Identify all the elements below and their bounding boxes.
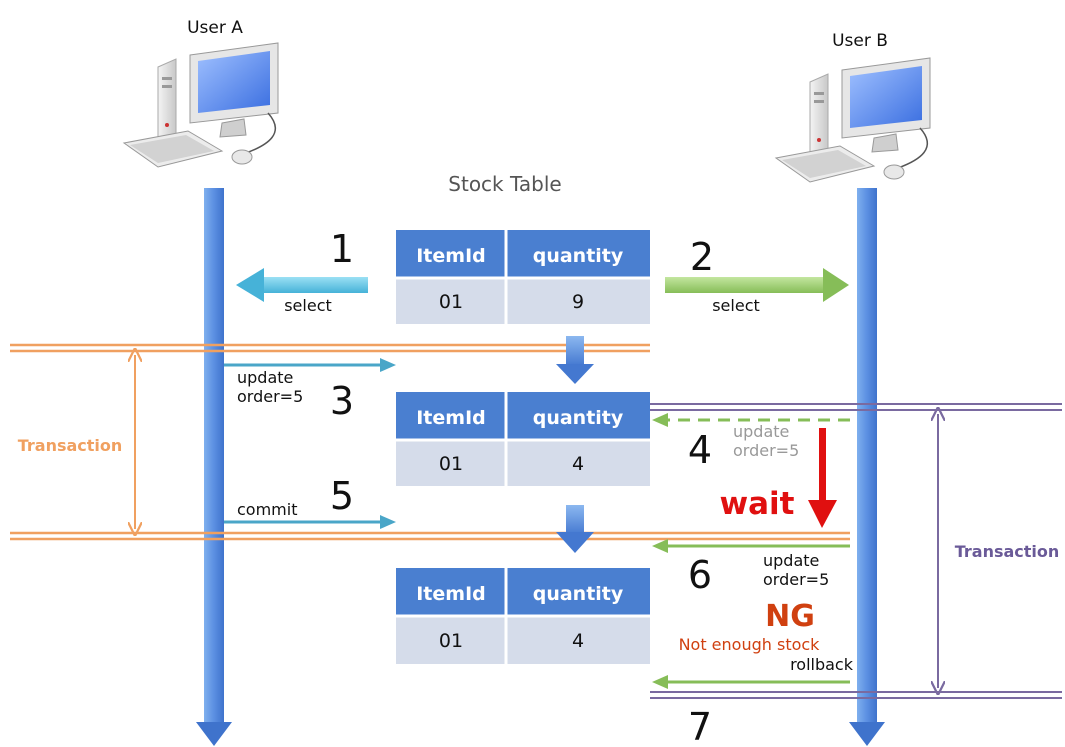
stock-table-2: ItemId quantity 01 4 <box>396 392 650 486</box>
transaction-a-end-line <box>10 531 850 541</box>
table-1-cell-quantity: 9 <box>572 291 584 313</box>
update-b2-line2: order=5 <box>763 570 829 589</box>
step-6-number: 6 <box>688 553 712 597</box>
commit-arrow <box>224 515 396 529</box>
table-3-header-itemid: ItemId <box>416 583 486 605</box>
ng-label: NG <box>765 599 815 634</box>
table-1-header-quantity: quantity <box>533 245 624 267</box>
table-1-header-itemid: ItemId <box>416 245 486 267</box>
select-arrow-a <box>236 268 368 302</box>
table-2-header-itemid: ItemId <box>416 407 486 429</box>
down-arrow-1 <box>556 336 594 384</box>
step-2-number: 2 <box>690 235 714 279</box>
update-arrow-a <box>224 358 396 372</box>
table-2-cell-quantity: 4 <box>572 453 584 475</box>
step-1-number: 1 <box>330 227 354 271</box>
table-1-cell-itemid: 01 <box>439 291 463 313</box>
transaction-b-end-line <box>650 691 1062 699</box>
update-b2-line1: update <box>763 551 819 570</box>
stock-table-1: ItemId quantity 01 9 <box>396 230 650 324</box>
step-3-number: 3 <box>330 379 354 423</box>
transaction-b-label: Transaction <box>955 542 1060 561</box>
step-5-number: 5 <box>330 474 354 518</box>
wait-arrow <box>808 428 837 528</box>
table-3-cell-itemid: 01 <box>439 630 463 652</box>
not-enough-stock-label: Not enough stock <box>679 635 821 654</box>
table-2-cell-itemid: 01 <box>439 453 463 475</box>
update-b1-line1: update <box>733 422 789 441</box>
step-7-number: 7 <box>688 705 712 747</box>
update-arrow-b-dashed <box>652 413 850 427</box>
transaction-b-start-line <box>650 403 1062 411</box>
table-2-header-quantity: quantity <box>533 407 624 429</box>
user-b-label: User B <box>832 31 888 51</box>
stock-table-title: Stock Table <box>448 172 561 196</box>
transaction-a-start-line <box>10 343 650 353</box>
transaction-a-label: Transaction <box>18 436 123 455</box>
select-label-a: select <box>284 296 332 315</box>
step-4-number: 4 <box>688 428 712 472</box>
wait-label: wait <box>719 486 794 522</box>
stock-table-3: ItemId quantity 01 4 <box>396 568 650 664</box>
user-a-label: User A <box>187 18 243 38</box>
down-arrow-2 <box>556 505 594 553</box>
lifeline-user-b <box>849 188 885 746</box>
update-a-line2: order=5 <box>237 387 303 406</box>
update-b1-line2: order=5 <box>733 441 799 460</box>
computer-icon-user-a <box>122 42 279 168</box>
table-3-header-quantity: quantity <box>533 583 624 605</box>
select-label-b: select <box>712 296 760 315</box>
commit-label: commit <box>237 500 297 519</box>
update-a-line1: update <box>237 368 293 387</box>
select-arrow-b <box>665 268 849 302</box>
table-3-cell-quantity: 4 <box>572 630 584 652</box>
lifeline-user-a <box>196 188 232 746</box>
rollback-label: rollback <box>790 655 854 674</box>
rollback-arrow <box>652 675 850 689</box>
computer-icon-user-b <box>774 57 931 183</box>
update-arrow-b-retry <box>652 539 850 553</box>
